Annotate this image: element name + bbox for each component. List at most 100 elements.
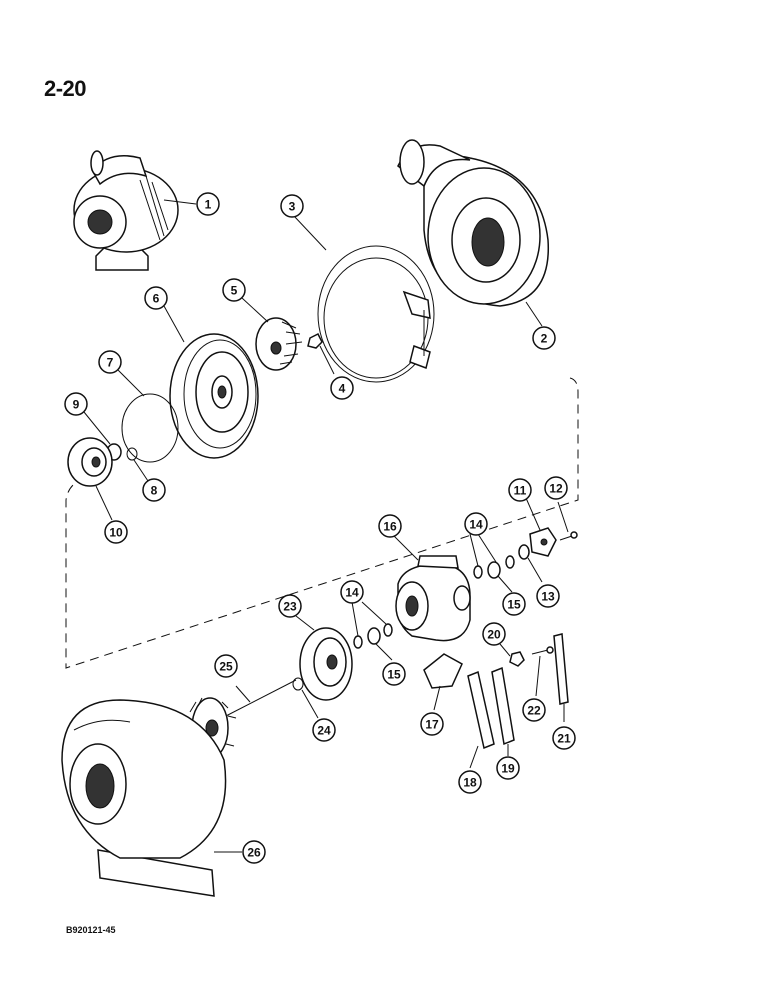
callout-circle: [312, 718, 336, 742]
callout-23: 23: [278, 594, 302, 618]
callout-circle: [64, 392, 88, 416]
thrust-collar: [67, 437, 113, 487]
callout-4: 4: [330, 376, 354, 400]
compressor-wheel: [255, 317, 303, 371]
callout-circle: [508, 478, 532, 502]
callout-11: 11: [508, 478, 532, 502]
callout-15: 15: [502, 592, 526, 616]
turbocharger-assembly: [73, 150, 179, 271]
oil-drain-gasket: [423, 653, 463, 689]
callout-3: 3: [280, 194, 304, 218]
callout-circle: [532, 326, 556, 350]
callout-number: 3: [289, 200, 296, 214]
callout-18: 18: [458, 770, 482, 794]
callout-number: 11: [514, 484, 527, 498]
callout-circle: [382, 662, 406, 686]
callout-circle: [536, 584, 560, 608]
compressor-backplate: [169, 333, 259, 459]
callout-7: 7: [98, 350, 122, 374]
callout-number: 24: [317, 724, 331, 738]
snap-ring-upper-a: [473, 565, 483, 579]
callout-circle: [142, 478, 166, 502]
callout-number: 10: [109, 526, 123, 540]
callout-22: 22: [522, 698, 546, 722]
callout-number: 14: [345, 586, 359, 600]
callout-number: 2: [541, 332, 548, 346]
callout-circle: [502, 592, 526, 616]
snap-ring: [126, 447, 138, 461]
callout-9: 9: [64, 392, 88, 416]
callout-number: 5: [231, 284, 238, 298]
callout-circle: [340, 580, 364, 604]
snap-ring-lower-a: [353, 635, 363, 649]
callout-number: 9: [73, 398, 80, 412]
callout-number: 7: [107, 356, 114, 370]
bracket-b: [491, 666, 515, 746]
callout-number: 6: [153, 292, 160, 306]
callout-number: 22: [527, 704, 541, 718]
callout-number: 17: [425, 718, 439, 732]
figure-code: B920121-45: [66, 925, 116, 935]
turbine-housing: [61, 699, 227, 897]
piston-ring: [292, 677, 304, 691]
callout-circle: [458, 770, 482, 794]
callout-21: 21: [552, 726, 576, 750]
callout-circle: [482, 622, 506, 646]
callout-8: 8: [142, 478, 166, 502]
callout-circle: [544, 476, 568, 500]
callout-24: 24: [312, 718, 336, 742]
leader-lines: [83, 199, 569, 853]
callout-5: 5: [222, 278, 246, 302]
callout-17: 17: [420, 712, 444, 736]
callout-12: 12: [544, 476, 568, 500]
callout-circle: [104, 520, 128, 544]
snap-ring-lower-b: [383, 623, 393, 637]
callout-number: 26: [247, 846, 261, 860]
callout-circle: [552, 726, 576, 750]
callout-number: 14: [469, 518, 483, 532]
bearing-upper: [487, 561, 501, 579]
callout-19: 19: [496, 756, 520, 780]
callout-circle: [464, 512, 488, 536]
callout-circle: [496, 756, 520, 780]
callout-circle: [214, 654, 238, 678]
callout-25: 25: [214, 654, 238, 678]
callout-circle: [98, 350, 122, 374]
callout-1: 1: [196, 192, 220, 216]
compressor-housing: [397, 139, 550, 307]
callout-number: 18: [463, 776, 477, 790]
callout-number: 8: [151, 484, 158, 498]
callout-16: 16: [378, 514, 402, 538]
callout-number: 20: [487, 628, 501, 642]
callout-26: 26: [242, 840, 266, 864]
callout-number: 21: [557, 732, 571, 746]
callout-circle: [280, 194, 304, 218]
bracket-c: [553, 633, 569, 705]
callout-number: 4: [339, 382, 346, 396]
callout-number: 15: [507, 598, 521, 612]
callout-13: 13: [536, 584, 560, 608]
bracket-a: [467, 670, 495, 750]
snap-ring-upper-b: [505, 555, 515, 569]
callout-10: 10: [104, 520, 128, 544]
callout-20: 20: [482, 622, 506, 646]
callout-circle: [420, 712, 444, 736]
callout-circle: [144, 286, 168, 310]
callout-2: 2: [532, 326, 556, 350]
screw: [559, 531, 578, 541]
callout-15: 15: [382, 662, 406, 686]
plate-hole: [540, 538, 548, 546]
o-ring: [121, 393, 179, 463]
callout-number: 16: [383, 520, 397, 534]
callout-circle: [330, 376, 354, 400]
callout-circle: [242, 840, 266, 864]
page-number: 2-20: [44, 76, 87, 101]
callout-number: 15: [387, 668, 401, 682]
callout-14: 14: [340, 580, 364, 604]
callout-circle: [278, 594, 302, 618]
washer: [518, 544, 530, 560]
heat-shroud: [299, 627, 353, 701]
callout-number: 25: [219, 660, 233, 674]
